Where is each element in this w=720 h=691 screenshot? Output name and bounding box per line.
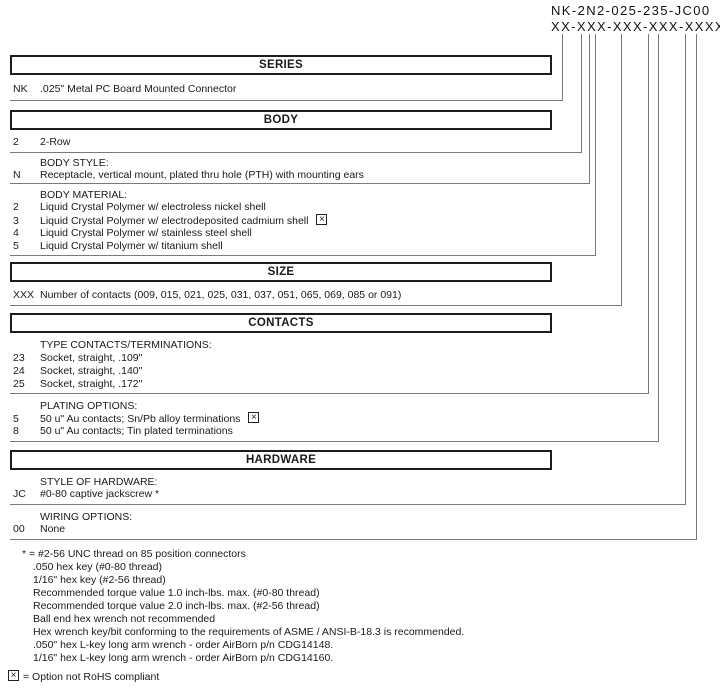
option-desc: .025" Metal PC Board Mounted Connector (40, 83, 237, 95)
option-code: N (13, 169, 21, 181)
section-title: SERIES (259, 59, 303, 71)
option-code: 24 (13, 365, 25, 377)
part-number-block: NK-2N2-025-235-JC00 XX-XXX-XXX-XXX-XXXX (551, 3, 720, 34)
section-title: CONTACTS (248, 317, 314, 329)
sublabel-body-material: BODY MATERIAL: (40, 189, 128, 201)
footnote-line: Recommended torque value 1.0 inch-lbs. m… (33, 587, 320, 599)
section-header-size: SIZE (10, 262, 552, 282)
option-desc: #0-80 captive jackscrew * (40, 488, 160, 500)
option-code: 5 (13, 413, 19, 425)
section-title: SIZE (267, 266, 295, 278)
option-row: N Receptacle, vertical mount, plated thru… (13, 169, 364, 181)
connector-vline-size (621, 34, 622, 306)
option-desc: Liquid Crystal Polymer w/ titanium shell (40, 240, 223, 252)
option-row: JC #0-80 captive jackscrew * (13, 488, 159, 500)
option-code: XXX (13, 289, 35, 301)
connector-vline-plating (658, 34, 659, 442)
option-row: 24 Socket, straight, .140" (13, 365, 142, 377)
section-header-series: SERIES (10, 55, 552, 75)
rohs-legend-text: = Option not RoHS compliant (23, 671, 160, 683)
option-row: NK .025" Metal PC Board Mounted Connector (13, 83, 236, 95)
option-row: XXX Number of contacts (009, 015, 021, 02… (13, 289, 401, 301)
option-desc: 2-Row (40, 136, 71, 148)
sublabel-contacts-type: TYPE CONTACTS/TERMINATIONS: (40, 339, 212, 351)
option-row: 25 Socket, straight, .172" (13, 378, 142, 390)
option-code: 8 (13, 425, 19, 437)
option-code: 25 (13, 378, 25, 390)
connector-hline-series (10, 100, 562, 101)
option-code: JC (13, 488, 26, 500)
connector-hline-body-material (10, 255, 595, 256)
part-number-example: NK-2N2-025-235-JC00 (551, 3, 711, 18)
connector-vline-wiring (696, 34, 697, 540)
connector-hline-size (10, 305, 621, 306)
option-code: 2 (13, 136, 19, 148)
section-title: HARDWARE (245, 454, 317, 466)
section-header-hardware: HARDWARE (10, 450, 552, 470)
rohs-legend: = Option not RoHS compliant (8, 670, 159, 683)
section-header-contacts: CONTACTS (10, 313, 552, 333)
connector-vline-contacts-type (648, 34, 649, 394)
option-row: 00 None (13, 523, 65, 535)
connector-hline-body (10, 152, 581, 153)
connector-hline-body-style (10, 183, 589, 184)
part-number-mask: XX-XXX-XXX-XXX-XXXX (551, 18, 720, 34)
option-desc: Socket, straight, .140" (40, 365, 143, 377)
option-code: NK (13, 83, 28, 95)
connector-hline-wiring (10, 539, 696, 540)
section-title: BODY (263, 114, 299, 126)
option-row: 23 Socket, straight, .109" (13, 352, 142, 364)
option-code: 23 (13, 352, 25, 364)
option-row: 2 Liquid Crystal Polymer w/ electroless n… (13, 201, 266, 213)
option-desc: 50 u" Au contacts; Tin plated terminatio… (40, 425, 233, 437)
footnote-line: Recommended torque value 2.0 inch-lbs. m… (33, 600, 320, 612)
section-header-body: BODY (10, 110, 552, 130)
connector-hline-plating (10, 441, 658, 442)
connector-vline-hardware (685, 34, 686, 505)
connector-vline-body-material (595, 34, 596, 256)
not-rohs-icon (248, 412, 260, 423)
option-row: 5 Liquid Crystal Polymer w/ titanium shel… (13, 240, 223, 252)
footnote-line: Hex wrench key/bit conforming to the req… (33, 626, 465, 638)
footnote-line: .050 hex key (#0-80 thread) (33, 561, 162, 573)
footnote-line: Ball end hex wrench not recommended (33, 613, 216, 625)
option-code: 00 (13, 523, 25, 535)
option-desc: Number of contacts (009, 015, 021, 025, … (40, 289, 402, 301)
not-rohs-icon (8, 670, 19, 681)
option-code: 2 (13, 201, 19, 213)
not-rohs-icon (316, 214, 328, 225)
connector-hline-contacts-type (10, 393, 648, 394)
option-desc: Liquid Crystal Polymer w/ stainless stee… (40, 227, 252, 239)
option-desc: None (40, 523, 66, 535)
connector-hline-hardware (10, 504, 685, 505)
option-code: 3 (13, 215, 19, 227)
footnote-line: 1/16" hex key (#2-56 thread) (33, 574, 166, 586)
sublabel-hardware-style: STYLE OF HARDWARE: (40, 476, 158, 488)
option-desc: Socket, straight, .172" (40, 378, 143, 390)
option-row: 2 2-Row (13, 136, 70, 148)
option-row: 4 Liquid Crystal Polymer w/ stainless ste… (13, 227, 252, 239)
option-desc: Liquid Crystal Polymer w/ electrodeposit… (40, 215, 309, 227)
option-row: 3 Liquid Crystal Polymer w/ electrodeposi… (13, 214, 328, 227)
option-row: 5 50 u" Au contacts; Sn/Pb alloy terminat… (13, 412, 260, 425)
option-desc: Liquid Crystal Polymer w/ electroless ni… (40, 201, 266, 213)
connector-vline-body-style (589, 34, 590, 184)
option-desc: Receptacle, vertical mount, plated thru … (40, 169, 364, 181)
sublabel-plating: PLATING OPTIONS: (40, 400, 138, 412)
option-code: 4 (13, 227, 19, 239)
option-row: 8 50 u" Au contacts; Tin plated terminati… (13, 425, 233, 437)
option-code: 5 (13, 240, 19, 252)
option-desc: 50 u" Au contacts; Sn/Pb alloy terminati… (40, 413, 241, 425)
footnotes: * = #2-56 UNC thread on 85 position conn… (22, 548, 464, 665)
sublabel-wiring: WIRING OPTIONS: (40, 511, 133, 523)
option-desc: Socket, straight, .109" (40, 352, 143, 364)
footnote-line: .050" hex L-key long arm wrench - order … (33, 639, 334, 651)
sublabel-body-style: BODY STYLE: (40, 157, 109, 169)
connector-vline-body (581, 34, 582, 153)
footnote-line: 1/16" hex L-key long arm wrench - order … (33, 652, 334, 664)
connector-vline-series (562, 34, 563, 101)
footnote-lead: * = #2-56 UNC thread on 85 position conn… (22, 548, 246, 560)
